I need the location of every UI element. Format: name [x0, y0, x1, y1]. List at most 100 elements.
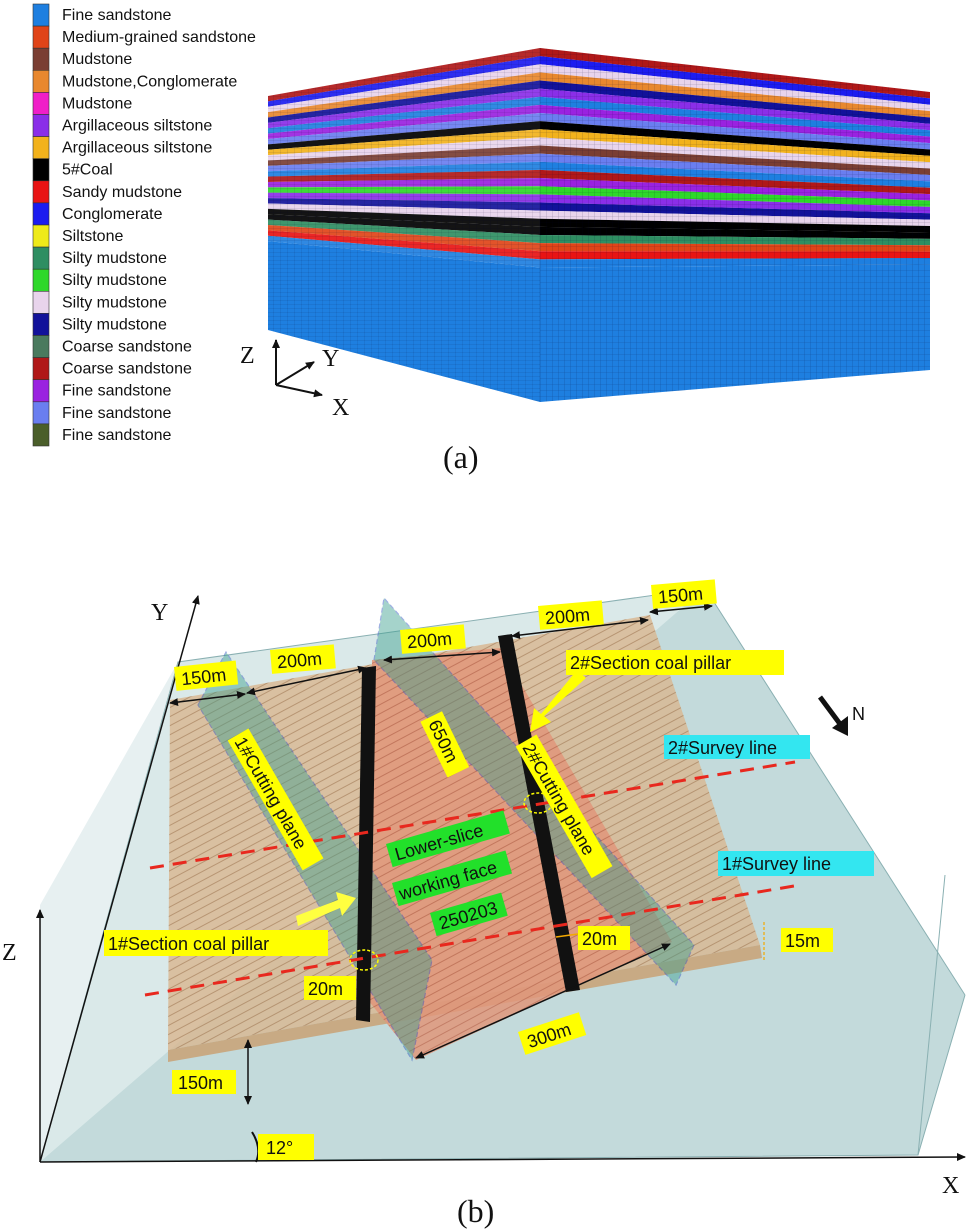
legend-swatch — [32, 47, 50, 71]
caption-b: (b) — [457, 1193, 494, 1229]
legend-label: Silty mudstone — [62, 250, 167, 267]
legend-label: Argillaceous siltstone — [62, 118, 212, 135]
legend-swatch — [32, 92, 50, 115]
y-axis-label-b: Y — [151, 600, 168, 626]
axis-triad-a: Z Y X — [240, 339, 349, 421]
legend-label: 5#Coal — [62, 162, 113, 179]
legend-label: Silty mudstone — [62, 316, 167, 333]
svg-text:15m: 15m — [785, 931, 820, 951]
panel-b: N Y Z X 150m 200m 200m — [2, 579, 966, 1229]
z-axis-label-b: Z — [2, 940, 17, 966]
legend-swatch — [32, 313, 50, 336]
axis-triad-b: Y Z X — [2, 595, 966, 1199]
legend-swatch — [32, 25, 50, 49]
svg-text:200m: 200m — [544, 605, 591, 629]
legend-swatch — [32, 246, 50, 270]
legend-swatch — [32, 180, 50, 204]
legend-label: Fine sandstone — [62, 405, 172, 422]
legend-label: Fine sandstone — [62, 7, 172, 24]
x-axis-b — [39, 1153, 966, 1163]
x-axis-label: X — [332, 395, 349, 421]
y-axis-b — [39, 595, 200, 1163]
y-axis-label: Y — [322, 346, 339, 372]
legend-swatch — [32, 70, 50, 93]
north-indicator: N — [817, 695, 865, 736]
tag-150m-left: 150m — [174, 660, 239, 691]
tag-20m-right: 20m — [578, 926, 630, 950]
legend-label: Conglomerate — [62, 206, 163, 223]
survey-line-2 — [149, 760, 796, 870]
legend-swatch — [32, 202, 50, 226]
stratigraphic-block-model — [268, 48, 930, 402]
svg-text:150m: 150m — [657, 584, 704, 608]
svg-text:200m: 200m — [276, 649, 323, 673]
front-face-strata — [540, 48, 930, 402]
legend-label: Mudstone — [62, 51, 132, 68]
svg-text:2#Survey line: 2#Survey line — [668, 738, 777, 758]
legend-swatch — [32, 357, 50, 381]
legend-swatch — [32, 136, 50, 160]
arrow-to-pillar-2 — [530, 670, 586, 732]
svg-text:20m: 20m — [308, 979, 343, 999]
legend-swatch — [32, 114, 50, 137]
legend-swatch — [32, 335, 50, 358]
legend-label: Mudstone — [62, 95, 132, 112]
dimension-lines — [169, 602, 765, 1105]
svg-text:150m: 150m — [178, 1073, 223, 1093]
y-axis-arrow — [275, 361, 315, 386]
legend-swatch — [32, 290, 50, 314]
tag-200m-left: 200m — [270, 644, 336, 674]
tag-section-coal-pillar-2: 2#Section coal pillar — [566, 650, 784, 675]
legend-swatch — [32, 379, 50, 403]
x-axis-label-b: X — [942, 1173, 959, 1199]
callout-arrows — [296, 670, 586, 926]
pillar-1-marker — [349, 949, 379, 971]
legend-label: Sandy mudstone — [62, 184, 182, 201]
legend-swatch — [32, 3, 50, 27]
survey-line-1 — [144, 883, 801, 997]
legend-label: Medium-grained sandstone — [62, 29, 256, 46]
legend-label: Fine sandstone — [62, 427, 172, 444]
arrow-to-pillar-1 — [296, 892, 356, 926]
legend-swatch — [32, 401, 50, 425]
svg-text:12°: 12° — [266, 1138, 293, 1158]
dimension-tags: 150m 200m 200m 200m 150m 650m — [172, 579, 833, 1160]
legend-label: Coarse sandstone — [62, 361, 192, 378]
legend-swatch — [32, 268, 50, 292]
tag-15m: 15m — [781, 928, 833, 952]
svg-text:200m: 200m — [406, 629, 453, 653]
svg-text:1#Section coal pillar: 1#Section coal pillar — [108, 934, 269, 954]
legend-label: Argillaceous siltstone — [62, 140, 212, 157]
section-coal-pillar-1 — [356, 666, 376, 1022]
tag-survey-line-1: 1#Survey line — [718, 851, 874, 876]
svg-text:150m: 150m — [180, 665, 227, 690]
svg-text:2#Section coal pillar: 2#Section coal pillar — [570, 653, 731, 673]
legend-swatch — [32, 224, 50, 248]
legend-label: Fine sandstone — [62, 383, 172, 400]
svg-text:1#Survey line: 1#Survey line — [722, 854, 831, 874]
legend-swatch — [32, 423, 50, 447]
legend-label: Silty mudstone — [62, 272, 167, 289]
tag-200m-mid: 200m — [400, 624, 466, 654]
tag-200m-right: 200m — [538, 600, 604, 630]
tag-20m-left: 20m — [304, 976, 356, 1000]
left-face-strata — [268, 48, 540, 402]
tag-150m-depth: 150m — [172, 1070, 236, 1094]
legend-label: Silty mudstone — [62, 294, 167, 311]
legend-swatch — [32, 158, 50, 182]
svg-text:20m: 20m — [582, 929, 617, 949]
tag-section-coal-pillar-1: 1#Section coal pillar — [104, 930, 328, 956]
x-axis-arrow — [275, 384, 323, 398]
z-axis-label: Z — [240, 343, 255, 369]
legend-label: Coarse sandstone — [62, 339, 192, 356]
tag-150m-right: 150m — [651, 579, 717, 609]
north-label: N — [852, 704, 865, 724]
survey-lines — [144, 760, 801, 997]
tag-12deg: 12° — [258, 1134, 314, 1160]
legend-label: Mudstone,Conglomerate — [62, 73, 237, 90]
legend-label: Siltstone — [62, 228, 123, 245]
tag-survey-line-2: 2#Survey line — [664, 735, 810, 759]
